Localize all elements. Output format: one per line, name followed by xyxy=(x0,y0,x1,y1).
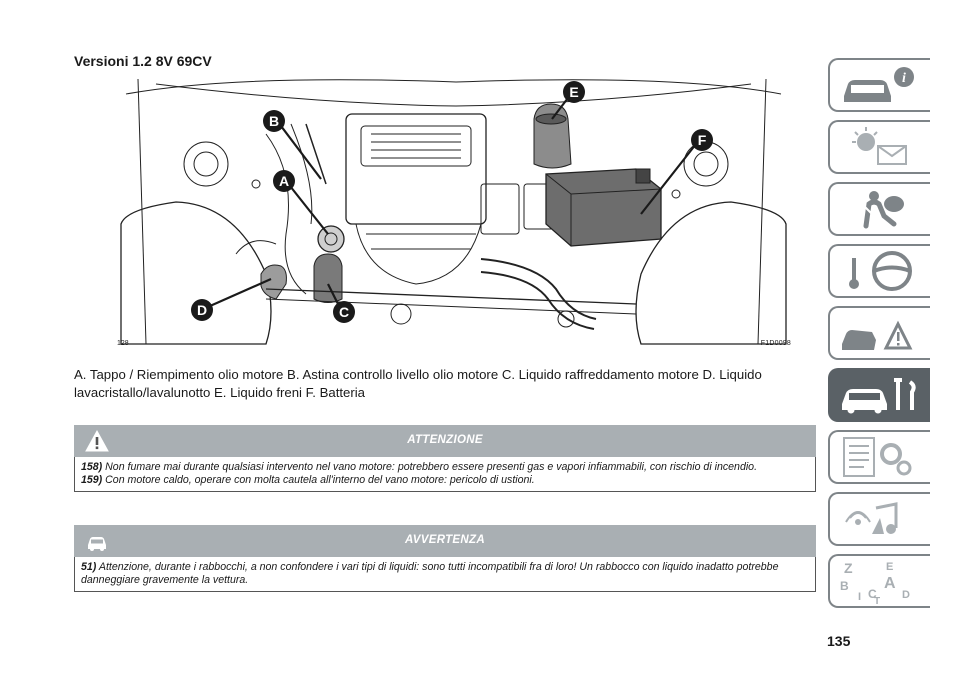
caution-title: AVVERTENZA xyxy=(405,534,485,546)
caution-box: AVVERTENZA 51) Attenzione, durante i rab… xyxy=(74,525,816,592)
callout-b: B xyxy=(263,110,285,132)
svg-text:A: A xyxy=(884,575,896,592)
figure-caption: A. Tappo / Riempimento olio motore B. As… xyxy=(74,367,762,400)
svg-text:B: B xyxy=(840,579,849,593)
car-maintenance-icon xyxy=(842,378,916,414)
warning-title: ATTENZIONE xyxy=(407,434,483,446)
callout-markers: A B C D E F xyxy=(191,81,713,323)
figure-code: F1D0098 xyxy=(760,340,791,347)
chapter-tab-starting-driving[interactable] xyxy=(828,244,930,298)
lights-message-icon xyxy=(852,127,907,165)
svg-text:E: E xyxy=(569,84,578,100)
warning-box: ATTENZIONE 158) Non fumare mai durante q… xyxy=(74,425,816,492)
svg-text:D: D xyxy=(197,302,207,318)
caution-header: AVVERTENZA xyxy=(74,525,816,557)
callout-c: C xyxy=(333,301,355,323)
svg-text:F: F xyxy=(698,132,707,148)
engine-bay-illustration: A B C D E F xyxy=(120,78,787,345)
svg-text:I: I xyxy=(858,591,861,603)
svg-text:i: i xyxy=(902,71,906,86)
airbag-seatbelt-icon xyxy=(863,191,904,229)
svg-text:Z: Z xyxy=(844,560,853,576)
technical-data-icon xyxy=(843,437,912,477)
warning-item: 159) Con motore caldo, operare con molta… xyxy=(81,473,535,486)
chapter-tab-index[interactable]: Z E B A I C D T xyxy=(828,554,930,608)
car-caution-icon xyxy=(88,537,106,551)
multimedia-icon xyxy=(845,502,898,534)
svg-text:B: B xyxy=(269,113,279,129)
car-info-icon: i xyxy=(844,67,914,102)
callout-d: D xyxy=(191,299,213,321)
svg-text:T: T xyxy=(874,596,880,604)
warning-item: 158) Non fumare mai durante qualsiasi in… xyxy=(81,461,758,473)
chapter-tab-knowing-the-car[interactable]: i xyxy=(828,58,930,112)
chapter-tab-safety[interactable] xyxy=(828,182,930,236)
chapter-tab-dashboard[interactable] xyxy=(828,120,930,174)
caution-body: 51) Attenzione, durante i rabbocchi, a n… xyxy=(74,557,816,592)
chapter-tab-maintenance[interactable] xyxy=(828,368,930,422)
chapter-tab-multimedia[interactable] xyxy=(828,492,930,546)
svg-text:C: C xyxy=(868,587,877,601)
warning-triangle-icon xyxy=(85,429,109,452)
svg-text:C: C xyxy=(339,304,349,320)
figure-number: 128 xyxy=(117,340,129,347)
warning-body: 158) Non fumare mai durante qualsiasi in… xyxy=(74,457,816,492)
chapter-tab-technical-data[interactable] xyxy=(828,430,930,484)
warning-header: ATTENZIONE xyxy=(74,425,816,457)
callout-f: F xyxy=(691,129,713,151)
callout-e: E xyxy=(563,81,585,103)
chapter-tab-emergency[interactable] xyxy=(828,306,930,360)
key-steering-wheel-icon xyxy=(849,251,912,291)
alphabetical-index-icon: Z E B A I C D T xyxy=(840,560,910,604)
svg-text:A: A xyxy=(279,173,289,189)
section-title: Versioni 1.2 8V 69CV xyxy=(74,53,212,69)
callout-a: A xyxy=(273,170,295,192)
caution-item: 51) Attenzione, durante i rabbocchi, a n… xyxy=(81,561,779,586)
page-number: 135 xyxy=(827,633,851,649)
svg-text:D: D xyxy=(902,589,910,601)
car-emergency-icon xyxy=(842,320,913,350)
svg-text:E: E xyxy=(886,561,893,573)
